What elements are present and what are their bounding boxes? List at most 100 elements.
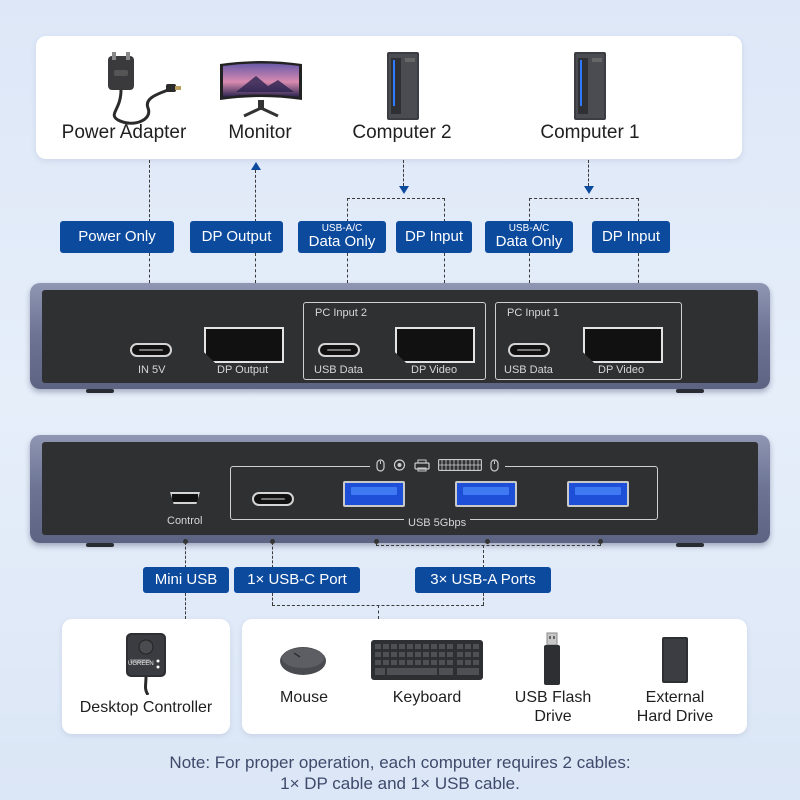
usbc-power-port bbox=[130, 343, 172, 357]
connector-line bbox=[529, 253, 530, 283]
tag-usba-ports: 3× USB-A Ports bbox=[415, 567, 551, 593]
computer-tower-icon bbox=[387, 52, 419, 120]
connector-line bbox=[529, 198, 639, 199]
dp-video-label-2: DP Video bbox=[411, 364, 458, 376]
tag-dp-input-1: DP Input bbox=[592, 221, 670, 253]
arrow-up-icon bbox=[251, 162, 261, 170]
connector-line bbox=[483, 545, 484, 568]
connector-line bbox=[444, 198, 445, 222]
hard-drive-label-2: Hard Drive bbox=[636, 708, 714, 725]
power-adapter-icon bbox=[108, 52, 181, 125]
mouse-label: Mouse bbox=[279, 689, 329, 706]
desktop-controller-icon bbox=[126, 633, 166, 695]
usbc-data-port-1 bbox=[508, 343, 550, 357]
switch-foot bbox=[676, 389, 704, 393]
usb-data-label-2: USB Data bbox=[314, 364, 363, 376]
hard-drive-icon bbox=[662, 637, 688, 683]
dp-input-port-2 bbox=[395, 327, 475, 363]
dp-output-port bbox=[204, 327, 284, 363]
keyboard-label: Keyboard bbox=[392, 689, 462, 706]
connector-line bbox=[638, 253, 639, 283]
connector-dot bbox=[183, 539, 188, 544]
usba-port-2 bbox=[455, 481, 517, 507]
usbc-data-port-2 bbox=[318, 343, 360, 357]
computer2-label: Computer 2 bbox=[352, 122, 452, 143]
tag-dp-output: DP Output bbox=[190, 221, 283, 253]
connector-line bbox=[483, 593, 484, 605]
connector-line bbox=[149, 253, 150, 283]
connector-line bbox=[638, 198, 639, 222]
connector-line bbox=[403, 160, 404, 186]
connector-line bbox=[376, 545, 600, 546]
usb-speed-label-bg: USB 5Gbps bbox=[404, 513, 471, 531]
connector-line bbox=[347, 198, 445, 199]
in5v-label: IN 5V bbox=[138, 364, 166, 376]
note-line-1: Note: For proper operation, each compute… bbox=[169, 753, 631, 772]
connector-dot bbox=[598, 539, 603, 544]
keyboard-icon bbox=[438, 459, 482, 471]
dp-input-port-1 bbox=[583, 327, 663, 363]
connector-line bbox=[376, 542, 377, 546]
note-line-2: 1× DP cable and 1× USB cable. bbox=[280, 774, 520, 793]
peripheral-icons-strip bbox=[370, 458, 505, 472]
dp-video-label-1: DP Video bbox=[598, 364, 645, 376]
connector-line bbox=[347, 198, 348, 222]
pc-input-1-group bbox=[495, 302, 682, 380]
hard-drive-label-1: External bbox=[645, 689, 705, 706]
flash-drive-icon bbox=[544, 632, 560, 685]
connector-line bbox=[378, 605, 379, 619]
control-label: Control bbox=[167, 515, 203, 527]
controller-brand-label: UGREEN bbox=[128, 661, 154, 667]
connector-line bbox=[185, 542, 186, 568]
tag-dp-input-2: DP Input bbox=[396, 221, 472, 253]
connector-line bbox=[272, 542, 273, 568]
mouse-icon bbox=[280, 647, 326, 675]
keyboard-icon bbox=[371, 640, 483, 680]
mini-usb-port bbox=[170, 492, 200, 504]
usba-port-1 bbox=[343, 481, 405, 507]
flash-drive-label-2: Drive bbox=[534, 708, 572, 725]
computer-tower-icon bbox=[574, 52, 606, 120]
mouse-icon bbox=[490, 458, 499, 472]
connector-line bbox=[444, 253, 445, 283]
tag-power-only: Power Only bbox=[60, 221, 174, 253]
connector-dot bbox=[485, 539, 490, 544]
power-adapter-label: Power Adapter bbox=[61, 122, 187, 143]
controller-card: UGREEN Desktop Controller bbox=[62, 619, 230, 734]
usb-data-label-1: USB Data bbox=[504, 364, 553, 376]
monitor-icon bbox=[220, 61, 302, 118]
connector-dot bbox=[270, 539, 275, 544]
connector-dot bbox=[374, 539, 379, 544]
webcam-icon bbox=[393, 458, 406, 471]
top-devices-card: Power Adapter Monitor Computer 2 Compute… bbox=[36, 36, 742, 159]
connector-line bbox=[272, 593, 273, 605]
arrow-down-icon bbox=[399, 186, 409, 194]
mouse-icon bbox=[376, 458, 385, 472]
connector-line bbox=[149, 160, 150, 222]
switch-foot bbox=[86, 543, 114, 547]
desktop-controller-label: Desktop Controller bbox=[79, 699, 213, 716]
usb-speed-label: USB 5Gbps bbox=[408, 517, 467, 529]
dp-output-port-label: DP Output bbox=[217, 364, 269, 376]
tag-mini-usb: Mini USB bbox=[143, 567, 229, 593]
connector-line bbox=[255, 253, 256, 283]
connector-line bbox=[185, 593, 186, 619]
connector-line bbox=[529, 198, 530, 222]
usba-port-3 bbox=[567, 481, 629, 507]
monitor-label: Monitor bbox=[228, 122, 292, 143]
printer-icon bbox=[414, 459, 430, 471]
pc-input-2-title: PC Input 2 bbox=[312, 307, 370, 319]
peripherals-card: Mouse Keyboard USB Flash Drive External … bbox=[242, 619, 747, 734]
connector-line bbox=[588, 160, 589, 186]
switch-foot bbox=[676, 543, 704, 547]
switch-foot bbox=[86, 389, 114, 393]
arrow-down-icon bbox=[584, 186, 594, 194]
tag-usbc-port: 1× USB-C Port bbox=[234, 567, 360, 593]
connector-line bbox=[255, 170, 256, 222]
connector-line bbox=[347, 253, 348, 283]
computer1-label: Computer 1 bbox=[540, 122, 640, 143]
usbc-front-port bbox=[252, 492, 294, 506]
pc-input-2-group bbox=[303, 302, 486, 380]
